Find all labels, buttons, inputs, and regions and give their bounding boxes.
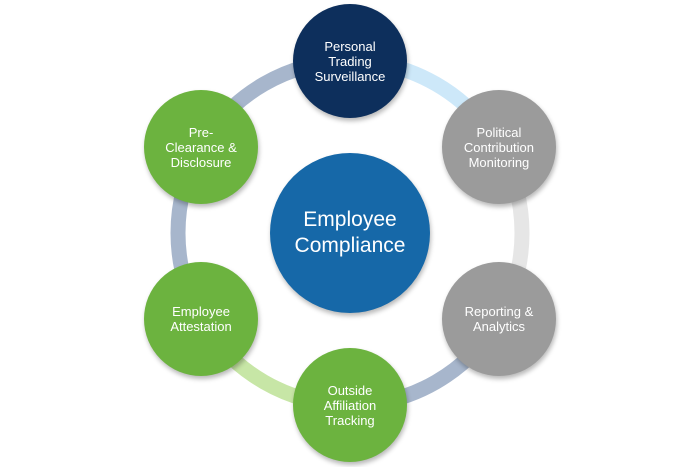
node-label: Personal Trading Surveillance <box>314 38 386 84</box>
center-label: Employee Compliance <box>294 208 406 257</box>
node-employee-attestation: Employee Attestation <box>144 262 259 376</box>
node-label: Employee Attestation <box>170 304 232 334</box>
node-pre-clearance-disclosure: Pre- Clearance & Disclosure <box>144 90 259 204</box>
node-label: Political Contribution Monitoring <box>463 124 534 170</box>
center-node: Employee Compliance <box>270 153 430 313</box>
node-reporting-analytics: Reporting & Analytics <box>441 262 556 376</box>
node-label: Pre- Clearance & Disclosure <box>165 124 237 170</box>
node-political-contribution-monitoring: Political Contribution Monitoring <box>441 90 556 204</box>
node-label: Reporting & Analytics <box>464 304 534 334</box>
node-personal-trading-surveillance: Personal Trading Surveillance <box>293 4 407 118</box>
node-outside-affiliation-tracking: Outside Affiliation Tracking <box>293 348 407 462</box>
node-label: Outside Affiliation Tracking <box>323 382 377 428</box>
